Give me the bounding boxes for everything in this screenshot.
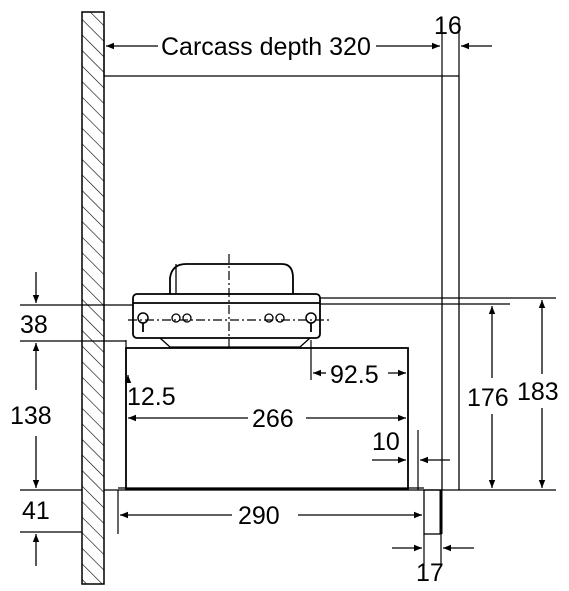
- wall-hatched: [81, 11, 105, 585]
- dim-10-label: 10: [372, 428, 400, 456]
- dim-183-label: 183: [517, 378, 559, 406]
- dim-290-label: 290: [238, 502, 280, 530]
- dim-266-label: 266: [252, 405, 294, 433]
- dim-41-label: 41: [22, 497, 50, 525]
- dim-138-label: 138: [10, 402, 52, 430]
- dim-12-5-label: 12.5: [127, 383, 176, 411]
- carcass-depth-label: Carcass depth 320: [161, 33, 371, 61]
- dim-16-label: 16: [434, 12, 462, 40]
- dim-176-label: 176: [467, 384, 509, 412]
- mounting-bracket: [128, 293, 330, 348]
- dim-92-5-label: 92.5: [330, 361, 379, 389]
- front-panel: [423, 489, 443, 535]
- dim-17-label: 17: [416, 559, 444, 586]
- dimension-lines: [32, 42, 546, 566]
- cabinet-carcass: [104, 75, 460, 491]
- dim-38-label: 38: [20, 311, 48, 339]
- air-outlet-spigot: [164, 254, 300, 348]
